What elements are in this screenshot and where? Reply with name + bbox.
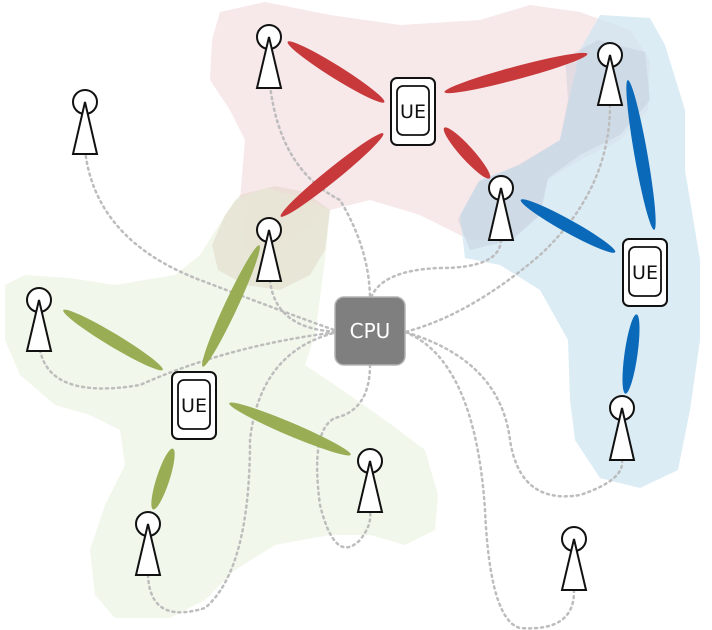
link-ap-bottom-center: [315, 363, 372, 549]
beam-blue: [520, 199, 616, 253]
cpu-node: CPU: [334, 296, 406, 366]
access-point-antenna-icon: [356, 448, 384, 513]
link-ap-right-blue: [403, 330, 624, 498]
beam-green: [151, 448, 175, 510]
access-point-antenna-icon: [134, 511, 162, 576]
ue-green: UE: [171, 371, 217, 440]
phone-icon: [171, 371, 217, 440]
beam-blue: [626, 80, 656, 230]
fronthaul-links: [38, 83, 624, 630]
access-point-antenna-icon: [608, 395, 636, 461]
beams: [63, 41, 656, 510]
phone-icon: [622, 238, 668, 307]
access-point-antenna-icon: [71, 89, 99, 155]
beam-red: [287, 41, 385, 103]
access-point-antenna-icon: [487, 175, 515, 241]
cpu-label: CPU: [350, 319, 391, 343]
link-ap-top-right: [403, 103, 612, 334]
cpu-box: [334, 296, 406, 366]
beam-green: [229, 402, 351, 456]
link-ap-bottom-right: [403, 330, 576, 630]
beam-green: [63, 309, 163, 371]
phone-icon: [390, 77, 436, 146]
link-ap-top-left: [83, 148, 342, 334]
beam-green: [202, 245, 260, 367]
access-point-antenna-icon: [255, 217, 283, 282]
green-cluster-region: [5, 188, 438, 618]
link-ap-top-center: [268, 83, 372, 302]
ue-label: UE: [181, 395, 207, 417]
ue-label: UE: [400, 101, 426, 123]
beam-blue: [622, 314, 640, 394]
link-ap-left: [38, 330, 340, 390]
link-ap-mid-right: [368, 238, 503, 302]
beam-red: [280, 133, 384, 217]
beam-red: [443, 127, 491, 179]
access-point-antenna-icon: [255, 24, 283, 89]
ue-red: UE: [390, 77, 436, 146]
ue-label: UE: [632, 262, 658, 284]
ue-blue: UE: [622, 238, 668, 307]
access-point-antenna-icon: [560, 526, 588, 591]
link-ap-bottom-left: [146, 330, 340, 614]
access-point-antenna-icon: [25, 287, 53, 352]
link-ap-mid-center: [268, 278, 342, 334]
access-points: [25, 24, 636, 591]
beam-red: [444, 52, 588, 94]
access-point-antenna-icon: [596, 42, 624, 106]
